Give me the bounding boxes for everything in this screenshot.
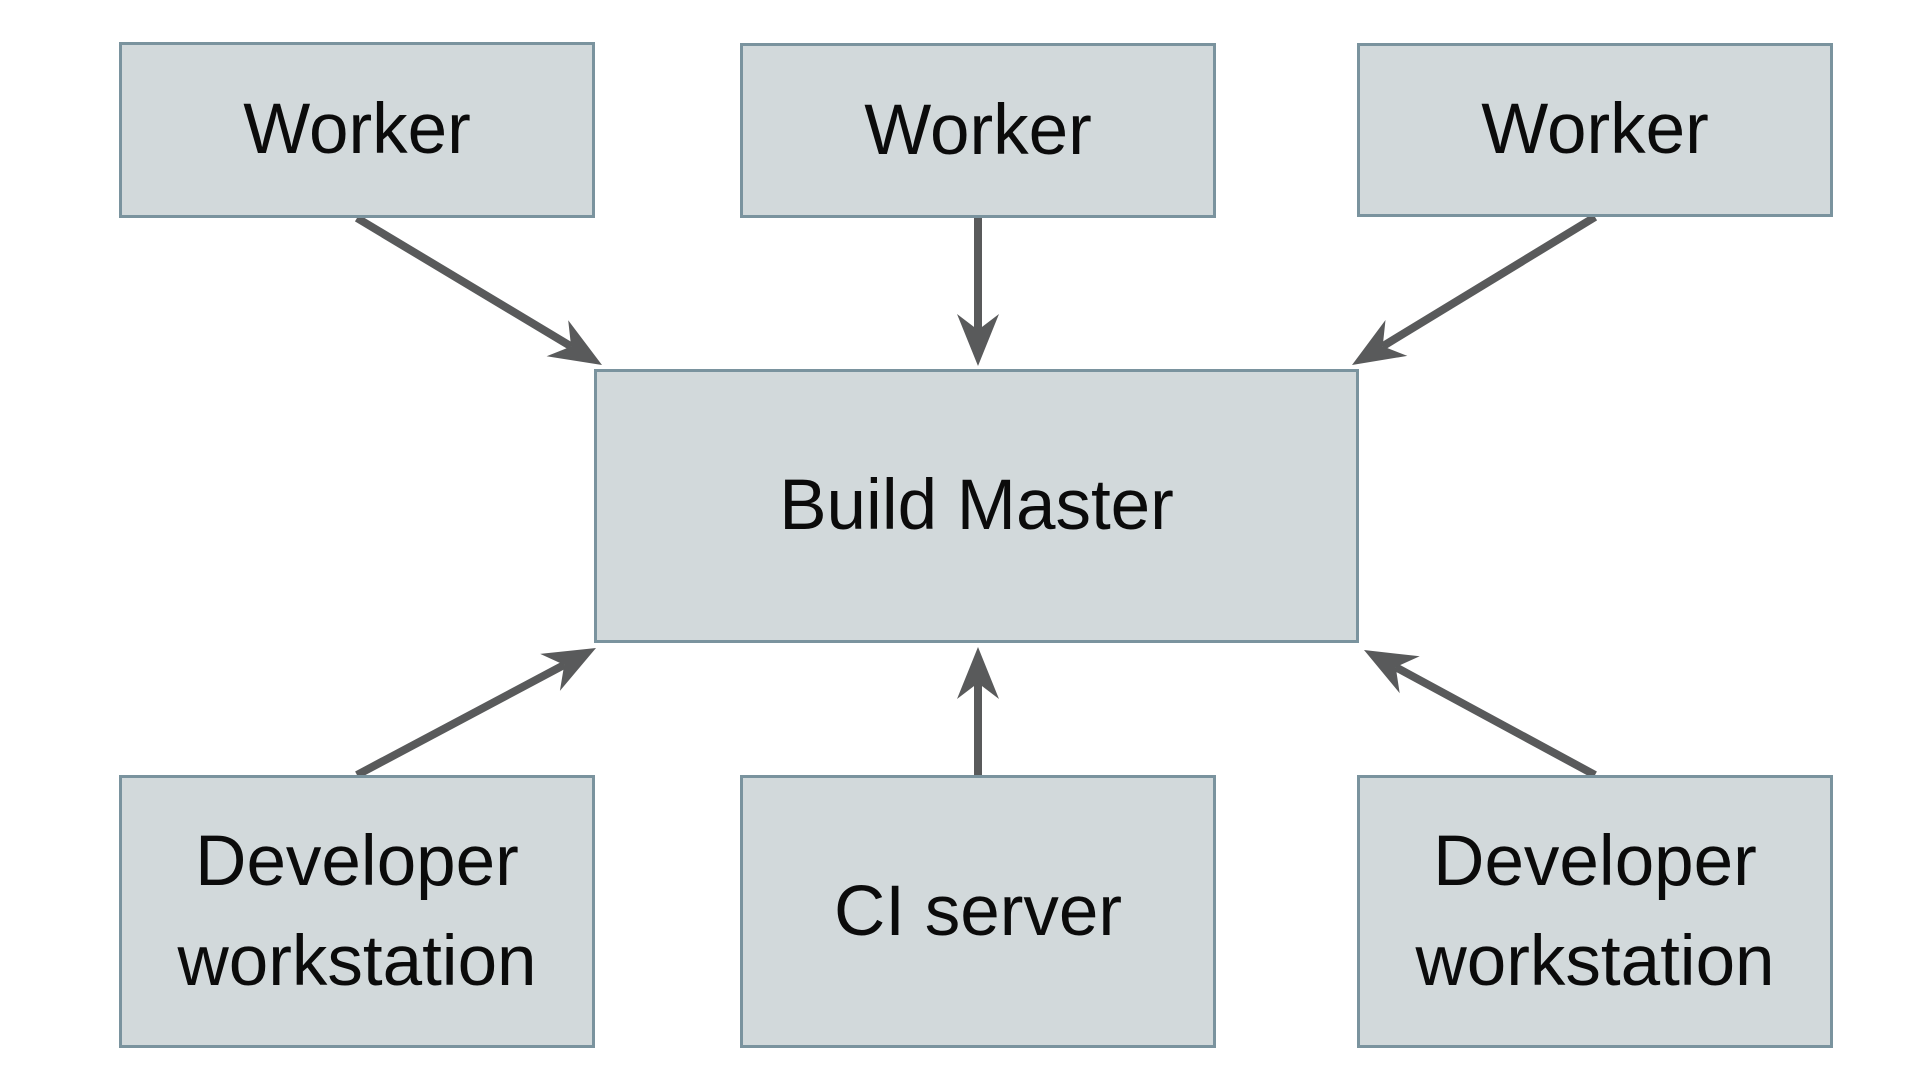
arrow-shaft-developer-workstation-2-to-build-master [1393, 663, 1597, 779]
node-worker-2: Worker [740, 43, 1216, 218]
arrow-head-developer-workstation-1-to-build-master [540, 648, 596, 691]
node-label-worker-3: Worker [1481, 90, 1709, 170]
arrow-head-ci-server-to-build-master [957, 647, 999, 699]
arrow-shaft-developer-workstation-1-to-build-master [355, 661, 567, 779]
node-label-developer-workstation-1: Developer workstation [177, 822, 537, 1001]
arrow-head-worker-3-to-build-master [1352, 320, 1408, 365]
node-label-build-master: Build Master [779, 466, 1174, 546]
arrow-head-worker-1-to-build-master [546, 320, 602, 365]
arrow-shaft-worker-1-to-build-master [354, 214, 574, 350]
node-label-developer-workstation-2: Developer workstation [1415, 822, 1775, 1001]
node-worker-1: Worker [119, 42, 595, 218]
node-label-worker-1: Worker [243, 90, 471, 170]
node-ci-server: CI server [740, 775, 1216, 1048]
node-label-worker-2: Worker [864, 90, 1092, 170]
node-developer-workstation-2: Developer workstation [1357, 775, 1833, 1048]
node-developer-workstation-1: Developer workstation [119, 775, 595, 1048]
arrow-head-developer-workstation-2-to-build-master [1364, 650, 1420, 694]
arrow-head-worker-2-to-build-master [957, 314, 999, 366]
node-worker-3: Worker [1357, 43, 1833, 217]
node-label-ci-server: CI server [834, 871, 1122, 951]
node-build-master: Build Master [594, 369, 1359, 643]
arrow-shaft-worker-3-to-build-master [1380, 213, 1598, 350]
